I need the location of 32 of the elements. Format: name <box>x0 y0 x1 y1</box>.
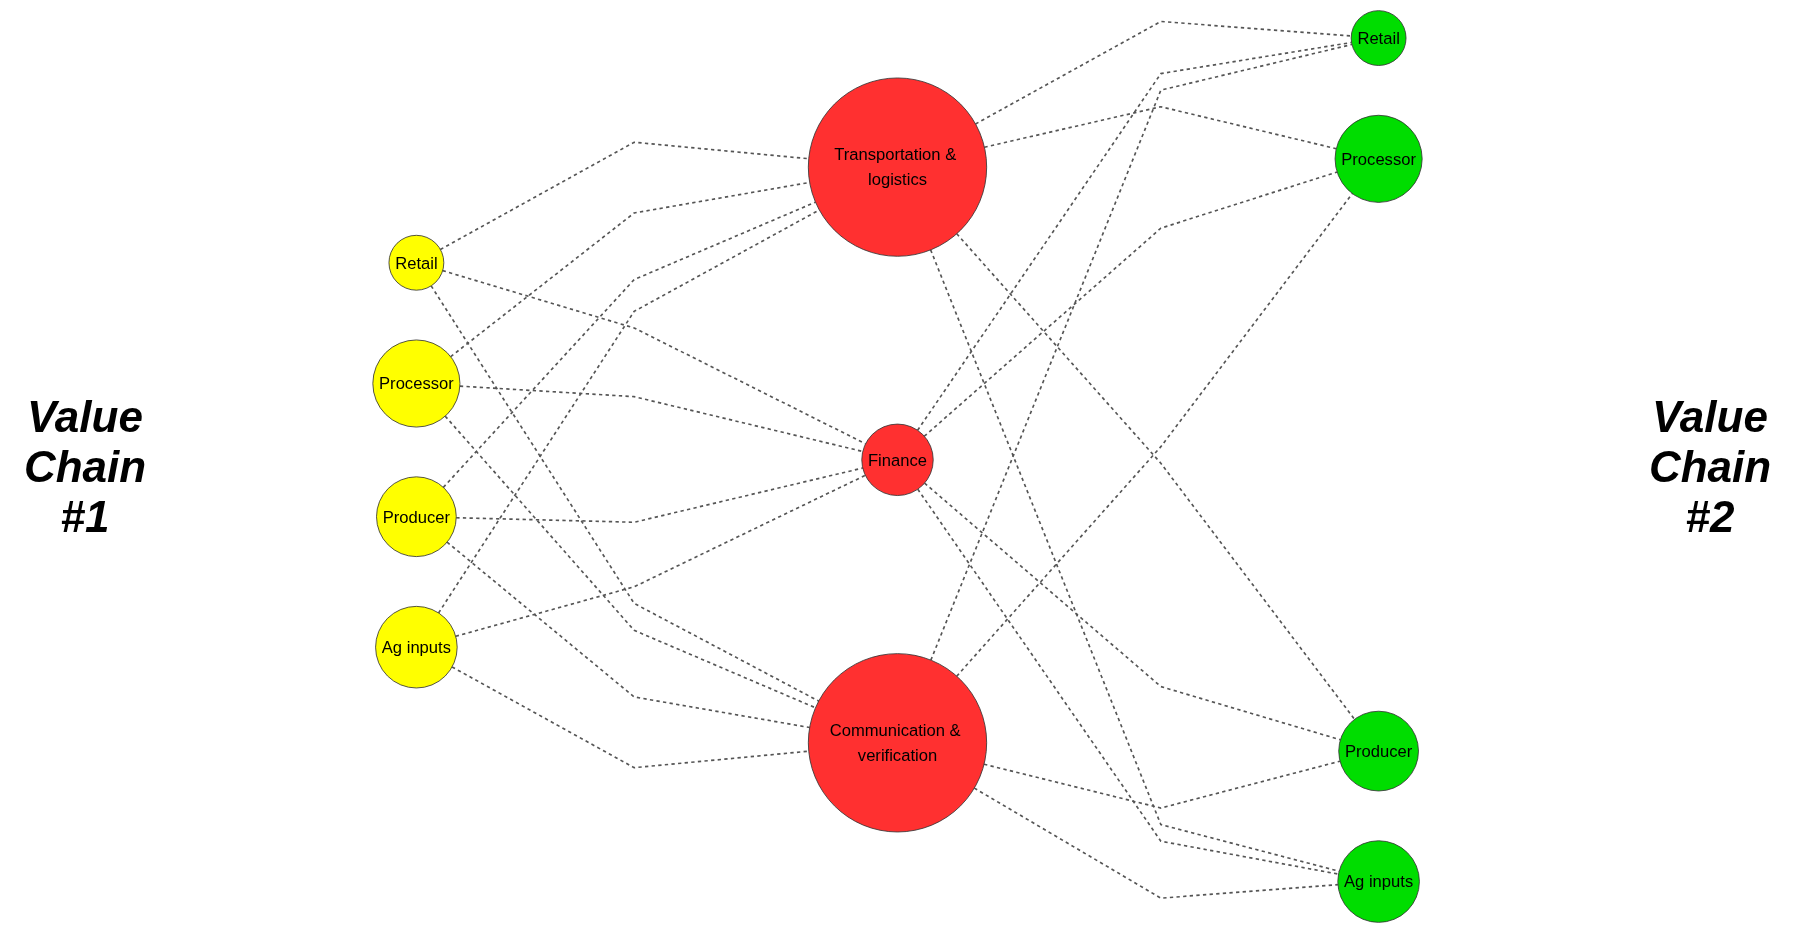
connector <box>923 171 1338 438</box>
connector <box>973 787 1339 899</box>
connector <box>444 415 817 709</box>
node-circle: Producer <box>1338 710 1419 792</box>
connector <box>454 474 867 638</box>
node-circle: Processor <box>1334 114 1423 203</box>
node-circle: Transportation & logistics <box>807 77 988 257</box>
connector <box>430 285 820 702</box>
node-circle: Ag inputs <box>1337 840 1420 923</box>
connector <box>974 20 1353 125</box>
connector <box>459 385 864 453</box>
connector <box>929 249 1340 873</box>
connector <box>439 141 810 251</box>
connector <box>442 201 817 489</box>
connector <box>983 105 1338 150</box>
node-circle: Retail <box>1350 10 1407 66</box>
node-circle: Communication & verification <box>807 653 988 833</box>
side-label: Value Chain #2 <box>1647 391 1773 542</box>
node-circle: Retail <box>388 234 445 291</box>
node-circle: Ag inputs <box>375 605 458 689</box>
connector <box>451 666 810 769</box>
node-circle: Producer <box>376 476 457 557</box>
connector <box>930 43 1353 661</box>
connector <box>955 232 1356 721</box>
connector <box>923 482 1342 741</box>
node-circle: Finance <box>861 423 934 496</box>
connector <box>455 467 864 524</box>
side-label: Value Chain #1 <box>22 391 148 542</box>
node-circle: Processor <box>372 339 461 428</box>
connector <box>446 541 811 729</box>
connector <box>916 488 1340 875</box>
connector <box>983 760 1341 809</box>
